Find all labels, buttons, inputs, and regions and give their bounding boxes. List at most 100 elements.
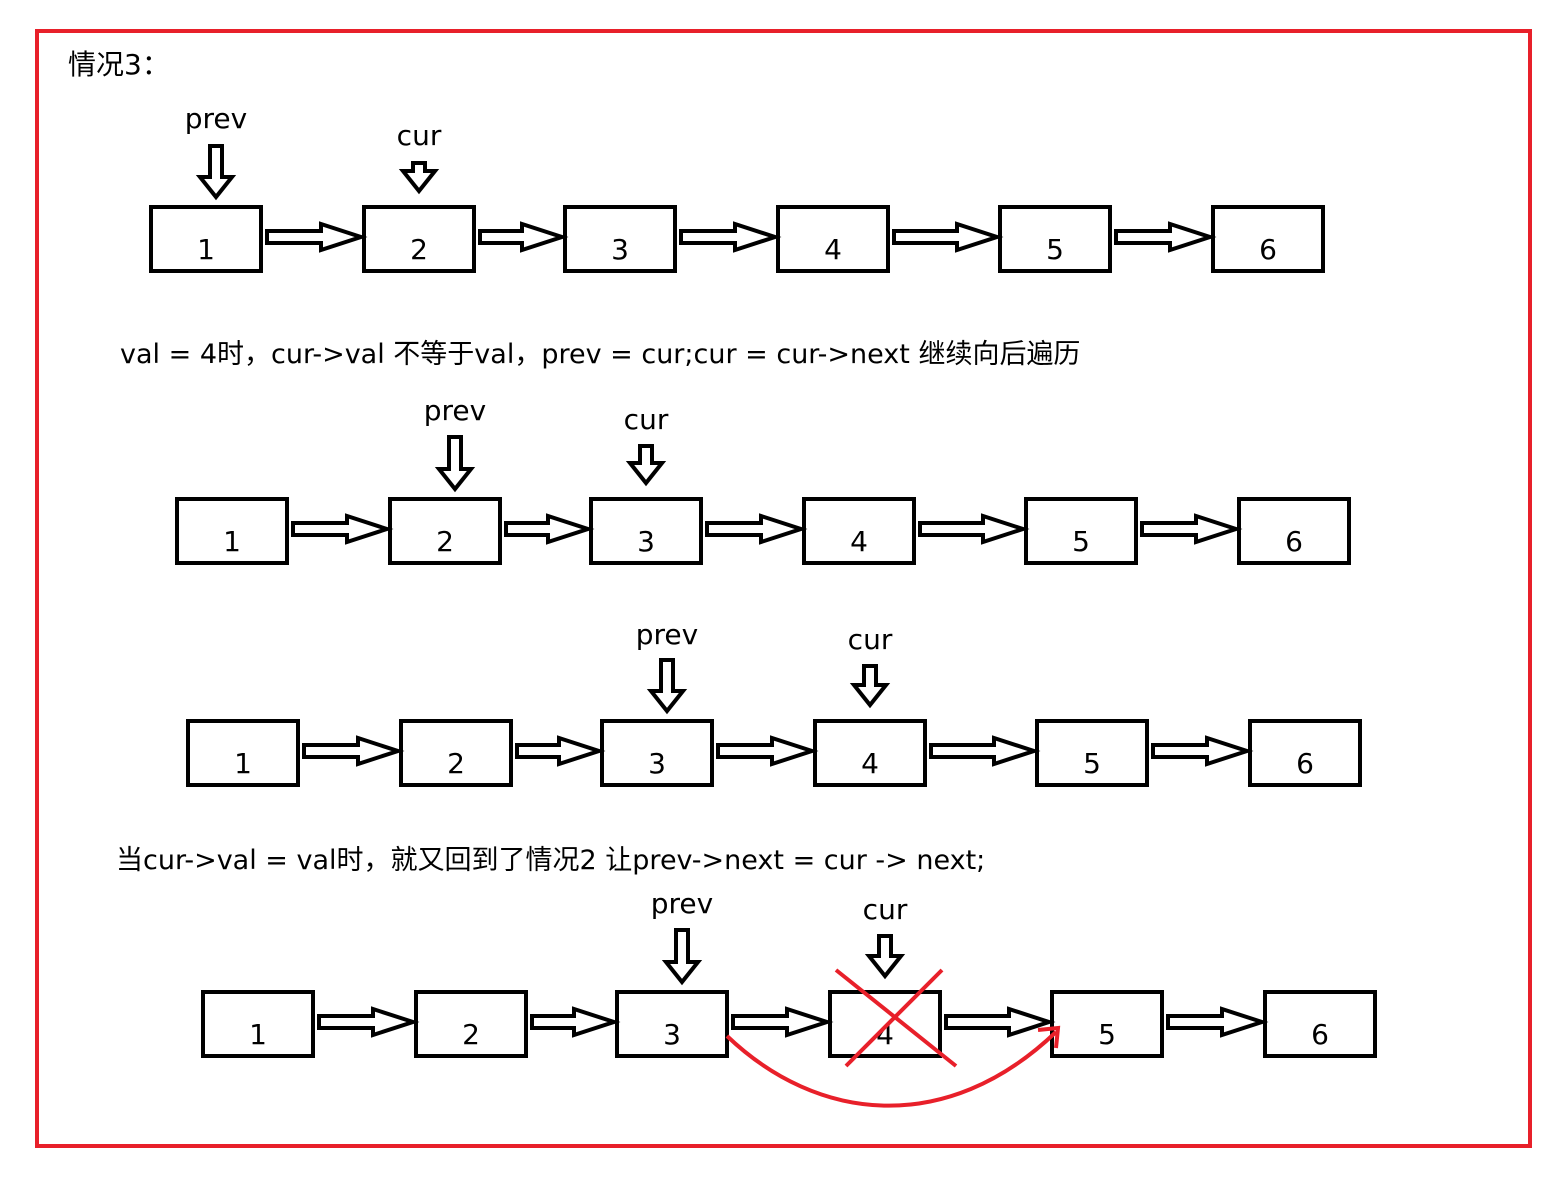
list-node: 6	[1237, 497, 1351, 565]
cur-label: cur	[863, 893, 908, 926]
prev-label: prev	[185, 102, 247, 135]
list-node: 3	[615, 990, 729, 1058]
list-node: 1	[186, 719, 300, 787]
link-arrow	[530, 1006, 621, 1038]
node-box	[813, 719, 927, 787]
node-value: 6	[1285, 525, 1303, 558]
link-arrow	[302, 735, 405, 767]
cur-label: cur	[624, 403, 669, 436]
link-arrow	[478, 221, 569, 253]
bypass-link-curve	[725, 1030, 1058, 1108]
link-arrow	[504, 513, 595, 545]
cur-label: cur	[848, 623, 893, 656]
link-arrow	[944, 1006, 1056, 1038]
list-node: 4	[828, 990, 942, 1058]
node-box	[1237, 497, 1351, 565]
prev-pointer-arrow	[646, 658, 688, 715]
caption-step1: val = 4时，cur->val 不等于val，prev = cur;cur …	[120, 339, 1080, 370]
node-box	[615, 990, 729, 1058]
node-value: 2	[462, 1018, 480, 1051]
node-value: 6	[1311, 1018, 1329, 1051]
link-arrow	[1114, 221, 1217, 253]
link-arrow	[1140, 513, 1243, 545]
node-value: 1	[223, 525, 241, 558]
node-box	[362, 205, 476, 273]
list-node: 3	[600, 719, 714, 787]
list-node: 3	[589, 497, 703, 565]
link-arrow	[716, 735, 819, 767]
red-frame	[35, 29, 1532, 1148]
cur-pointer-arrow	[625, 444, 667, 487]
list-node: 1	[201, 990, 315, 1058]
node-box	[1050, 990, 1164, 1058]
list-node: 4	[776, 205, 890, 273]
node-value: 5	[1046, 233, 1064, 266]
list-node: 6	[1263, 990, 1377, 1058]
node-box	[1211, 205, 1325, 273]
link-arrow	[679, 221, 782, 253]
caption-step3: 当cur->val = val时，就又回到了情况2 让prev->next = …	[116, 845, 985, 876]
link-arrow	[892, 221, 1004, 253]
list-node: 2	[388, 497, 502, 565]
node-box	[1035, 719, 1149, 787]
node-value: 5	[1072, 525, 1090, 558]
node-value: 6	[1259, 233, 1277, 266]
node-box	[828, 990, 942, 1058]
prev-label: prev	[651, 887, 713, 920]
node-box	[399, 719, 513, 787]
node-box	[388, 497, 502, 565]
prev-pointer-arrow	[661, 928, 703, 986]
link-arrow	[515, 735, 606, 767]
node-value: 2	[436, 525, 454, 558]
list-node: 2	[399, 719, 513, 787]
cur-pointer-arrow	[849, 664, 891, 709]
node-value: 5	[1098, 1018, 1116, 1051]
prev-label: prev	[424, 394, 486, 427]
list-node: 5	[1035, 719, 1149, 787]
link-arrow	[918, 513, 1030, 545]
list-row-row3: 1 2 3 4 5 6 prev cur	[186, 618, 1362, 787]
node-value: 6	[1296, 747, 1314, 780]
bypass-arrowhead	[1037, 1025, 1061, 1049]
node-value: 2	[410, 233, 428, 266]
delete-cross-stroke	[844, 968, 944, 1068]
list-node: 1	[149, 205, 263, 273]
prev-label: prev	[636, 618, 698, 651]
link-arrow	[317, 1006, 420, 1038]
node-box	[600, 719, 714, 787]
node-box	[414, 990, 528, 1058]
node-value: 4	[850, 525, 868, 558]
node-value: 4	[824, 233, 842, 266]
node-value: 4	[861, 747, 879, 780]
list-node: 6	[1248, 719, 1362, 787]
node-box	[1263, 990, 1377, 1058]
node-value: 1	[234, 747, 252, 780]
list-node: 5	[998, 205, 1112, 273]
list-node: 4	[813, 719, 927, 787]
node-box	[1248, 719, 1362, 787]
node-box	[149, 205, 263, 273]
node-box	[186, 719, 300, 787]
prev-pointer-arrow	[195, 144, 237, 201]
link-arrow	[705, 513, 808, 545]
node-box	[802, 497, 916, 565]
node-box	[1024, 497, 1138, 565]
node-box	[175, 497, 289, 565]
link-arrow	[265, 221, 368, 253]
node-box	[589, 497, 703, 565]
list-node: 2	[414, 990, 528, 1058]
list-node: 5	[1024, 497, 1138, 565]
link-arrow	[1151, 735, 1254, 767]
list-node: 3	[563, 205, 677, 273]
list-node: 6	[1211, 205, 1325, 273]
node-value: 2	[447, 747, 465, 780]
node-value: 4	[876, 1018, 894, 1051]
list-node: 1	[175, 497, 289, 565]
list-node: 4	[802, 497, 916, 565]
list-row-row2: 1 2 3 4 5 6 prev cur	[175, 394, 1351, 565]
diagram-title: 情况3：	[68, 48, 170, 81]
node-value: 3	[611, 233, 629, 266]
link-arrow	[291, 513, 394, 545]
